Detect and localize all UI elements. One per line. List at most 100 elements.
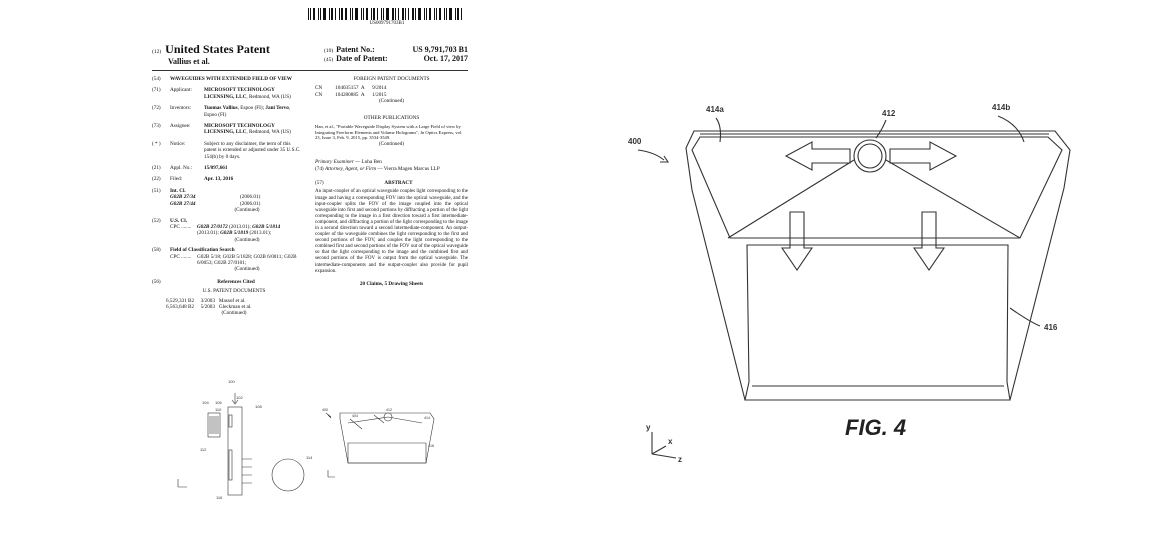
header-rule xyxy=(152,70,468,71)
barcode-bar xyxy=(402,8,404,20)
field-code: (58) xyxy=(152,247,161,254)
appl-label: Appl. No.: xyxy=(170,165,193,172)
fig-b-label-412: 412 xyxy=(386,408,392,412)
barcode-bar xyxy=(318,8,319,20)
fig-a-eye xyxy=(271,458,305,492)
axis-x xyxy=(651,445,667,455)
barcode-bar xyxy=(383,8,384,20)
ref-416: 416 xyxy=(1044,323,1058,332)
fig-a-label-104: 104 xyxy=(202,400,209,405)
leader-412 xyxy=(875,119,887,139)
fig-a-label-112: 112 xyxy=(200,447,207,452)
barcode-bar xyxy=(308,8,309,20)
assignee-label: Assignee: xyxy=(170,123,191,130)
barcode-bar xyxy=(395,8,396,20)
abstract-label: ABSTRACT xyxy=(384,180,413,187)
uscl-label: U.S. Cl. xyxy=(170,217,188,224)
barcode-bar xyxy=(405,8,406,20)
notice-label: Notice: xyxy=(170,140,186,147)
assignee-name: MICROSOFT TECHNOLOGY LICENSING, LLC xyxy=(204,123,275,136)
us-refs-continued: (Continued) xyxy=(221,310,247,317)
appl-code: (21) xyxy=(152,165,161,172)
patent-date: Oct. 17, 2017 xyxy=(423,54,468,63)
attorney-name: — Vierra Magen Marcus LLP xyxy=(376,165,440,172)
field-cpc: CPC ........ xyxy=(170,253,192,260)
intcl-continued: (Continued) xyxy=(234,207,260,214)
output-coupler-416 xyxy=(744,244,1011,401)
ref-414a: 414a xyxy=(706,105,724,114)
filed-date: Apr. 13, 2016 xyxy=(204,176,234,183)
fig-a-label-108: 108 xyxy=(255,404,262,409)
foreign-ref-1: CN 104035157 A 9/2014 xyxy=(315,85,387,92)
barcode-bar xyxy=(345,8,347,20)
barcode-bar xyxy=(377,8,378,20)
barcode-bar xyxy=(446,8,447,20)
patent-no-code: (10) xyxy=(324,48,334,54)
applicant-loc: , Redmond, WA (US) xyxy=(246,93,291,100)
axis-y-label: y xyxy=(646,423,651,432)
fig-b-label-400: 400 xyxy=(322,408,328,412)
assignee-loc: , Redmond, WA (US) xyxy=(246,129,291,136)
barcode-bar xyxy=(426,8,427,20)
barcode-bar xyxy=(439,8,441,20)
other-pubs-label: OTHER PUBLICATIONS xyxy=(363,114,420,121)
inventor-2-loc: , Espoo (FI) xyxy=(204,105,291,118)
fig4-caption: FIG. 4 xyxy=(845,415,906,440)
barcode-bar xyxy=(418,8,421,20)
fig4-drawing: 414a 414b 412 400 416 y x z FIG. 4 xyxy=(628,103,1071,464)
uscl-c-date: (2013.01); xyxy=(248,230,272,237)
barcode-bar xyxy=(341,8,343,20)
inventor-short: Vallius et al. xyxy=(168,57,210,66)
uscl-cpc: CPC ........ xyxy=(170,223,192,230)
fig-a-imager xyxy=(207,412,221,438)
barcode-bar xyxy=(381,8,382,20)
barcode-bar xyxy=(461,8,462,20)
filed-label: Filed: xyxy=(170,176,183,183)
arrow-400 xyxy=(637,149,665,161)
axis-x-label: x xyxy=(668,437,673,446)
title-code: (54) xyxy=(152,76,161,82)
field-label: Field of Classification Search xyxy=(170,247,235,254)
fig-a-label-100: 100 xyxy=(228,379,235,384)
axis-z-label: z xyxy=(678,455,682,464)
uscl-a: G02B 27/0172 xyxy=(197,223,228,230)
barcode: US009791703B1 xyxy=(308,8,466,26)
us-docs-label: U.S. PATENT DOCUMENTS xyxy=(202,288,266,295)
us-ref-2: 6,563,648 B2 5/2003 Gleckman et al. xyxy=(166,303,252,310)
barcode-bar xyxy=(392,8,394,20)
leader-414a xyxy=(715,117,722,143)
assignee-block: MICROSOFT TECHNOLOGY LICENSING, LLC, Red… xyxy=(204,123,302,136)
assignee-code: (73) xyxy=(152,123,161,130)
intcl-1-date: (2006.01) xyxy=(240,194,261,201)
inventor-1: Tuomas Vallius xyxy=(204,105,238,112)
other-pubs-continued: (Continued) xyxy=(378,140,405,147)
examiner-name: — Loha Ben xyxy=(353,159,382,166)
intcl-2: G02B 27/44 xyxy=(170,200,196,207)
down-arrow-left xyxy=(780,211,814,271)
barcode-bar xyxy=(436,8,437,20)
axis-z xyxy=(651,453,677,459)
patent-number: US 9,791,703 B1 xyxy=(412,45,468,54)
leader-416 xyxy=(1009,307,1041,327)
uscl-c: G02B 5/1819 xyxy=(220,230,249,237)
barcode-text: US009791703B1 xyxy=(369,21,405,26)
abstract-code: (57) xyxy=(315,180,324,187)
refs-label: References Cited xyxy=(217,278,255,285)
fig-a-label-102: 102 xyxy=(236,395,243,400)
applicant-name: MICROSOFT TECHNOLOGY LICENSING, LLC xyxy=(204,87,275,100)
left-arrow xyxy=(784,141,851,171)
ref-400: 400 xyxy=(628,137,642,146)
right-column: FOREIGN PATENT DOCUMENTS CN 104035157 A … xyxy=(315,76,468,287)
intcl-code: (51) xyxy=(152,187,161,194)
fig-a-label-116: 116 xyxy=(216,495,223,500)
barcode-bar xyxy=(444,8,445,20)
fig-a-label-110: 110 xyxy=(215,407,222,412)
inventors-label: Inventors: xyxy=(170,105,192,112)
fig-a-waveguide xyxy=(227,406,243,496)
barcode-bar xyxy=(339,8,340,20)
country-code: (12) xyxy=(152,49,162,55)
barcode-bar xyxy=(323,8,326,20)
fig-a-label-106: 106 xyxy=(215,400,222,405)
intermediate-right xyxy=(885,159,1021,239)
ref-414b: 414b xyxy=(992,103,1010,112)
